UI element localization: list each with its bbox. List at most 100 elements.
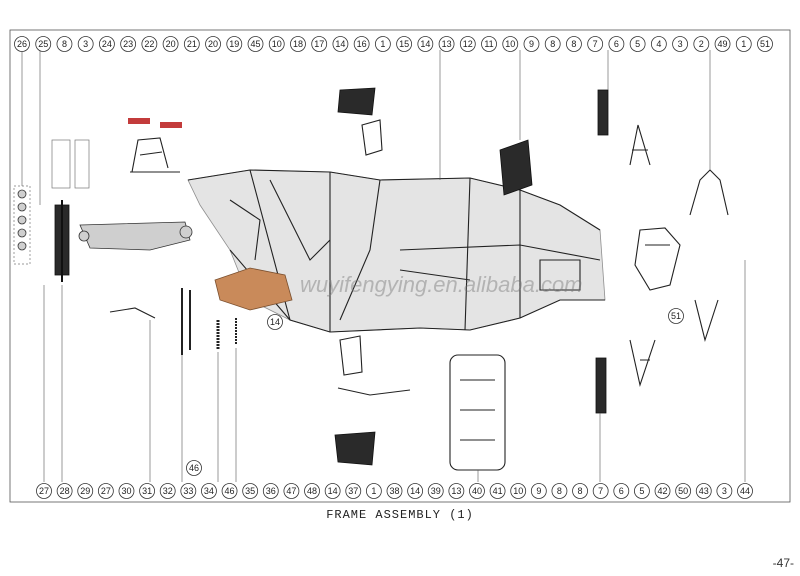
callout-bubble: 19 bbox=[226, 36, 243, 52]
callout-bubble: 36 bbox=[262, 483, 279, 499]
callout-bubble: 24 bbox=[99, 36, 115, 52]
callout-bubble: 18 bbox=[290, 36, 306, 52]
callout-bubble: 20 bbox=[205, 36, 221, 52]
callout-number: 26 bbox=[17, 39, 27, 49]
callout-bubble: 50 bbox=[675, 483, 692, 499]
nerf-bar bbox=[449, 354, 506, 471]
callout-number: 10 bbox=[513, 486, 523, 496]
callout-number: 10 bbox=[272, 39, 282, 49]
callout-bubble: 21 bbox=[183, 36, 200, 52]
callout-number: 1 bbox=[380, 39, 385, 49]
callout-bubble: 51 bbox=[757, 36, 773, 52]
callout-number: 3 bbox=[83, 39, 88, 49]
rear-grab-bar bbox=[130, 137, 180, 173]
callout-number: 6 bbox=[614, 39, 619, 49]
callout-number: 30 bbox=[121, 486, 131, 496]
footrest-plate-bottom bbox=[334, 431, 376, 466]
orange-bracket bbox=[214, 267, 293, 311]
callout-number: 41 bbox=[493, 486, 503, 496]
callout-bubble: 14 bbox=[332, 36, 349, 52]
callout-bubble: 27 bbox=[36, 483, 52, 499]
callout-number: 8 bbox=[557, 486, 562, 496]
callout-bubble: 44 bbox=[737, 483, 753, 499]
callout-number: 8 bbox=[62, 39, 67, 49]
callout-number: 1 bbox=[371, 486, 376, 496]
callout-bubble: 41 bbox=[489, 483, 506, 499]
callout-number: 46 bbox=[225, 486, 235, 496]
callout-number: 31 bbox=[142, 486, 152, 496]
callout-number: 28 bbox=[60, 486, 70, 496]
diagram-border bbox=[9, 29, 791, 503]
callout-bubble: 7 bbox=[587, 36, 604, 52]
callout-number: 3 bbox=[678, 39, 683, 49]
callout-bubble: 3 bbox=[77, 36, 94, 52]
reflector-left bbox=[128, 118, 150, 124]
callout-number: 49 bbox=[718, 39, 728, 49]
callout-number: 19 bbox=[229, 39, 239, 49]
callout-number: 8 bbox=[578, 486, 583, 496]
reflector-right bbox=[160, 122, 182, 128]
callout-number: 17 bbox=[314, 39, 324, 49]
callout-bubble: 13 bbox=[438, 36, 455, 52]
callout-number: 5 bbox=[639, 486, 644, 496]
callout-bubble: 29 bbox=[77, 483, 94, 499]
callout-bubble: 12 bbox=[459, 36, 476, 52]
callout-bubble: 9 bbox=[530, 483, 547, 499]
callout-number: 14 bbox=[420, 39, 430, 49]
callout-bubble: 34 bbox=[201, 483, 217, 499]
callout-bubble: 8 bbox=[572, 483, 588, 499]
callout-number: 47 bbox=[286, 486, 296, 496]
callout-bubble: 30 bbox=[118, 483, 135, 499]
callout-bubble: 26 bbox=[14, 36, 30, 52]
front-shock-absorbers bbox=[595, 89, 609, 414]
callout-bubble: 38 bbox=[386, 483, 403, 499]
brake-pedal bbox=[337, 387, 411, 396]
callout-bubble: 33 bbox=[180, 483, 197, 499]
callout-number: 5 bbox=[635, 39, 640, 49]
callout-number: 40 bbox=[472, 486, 482, 496]
callout-number: 8 bbox=[550, 39, 555, 49]
callout-number: 35 bbox=[245, 486, 255, 496]
callout-bubble: 49 bbox=[714, 36, 731, 52]
side-callout-number: 51 bbox=[671, 311, 681, 321]
callout-bubble: 22 bbox=[141, 36, 158, 52]
callout-bubble: 10 bbox=[502, 36, 519, 52]
rear-swing-arm bbox=[78, 221, 193, 251]
callout-number: 38 bbox=[389, 486, 399, 496]
chain-guard bbox=[499, 139, 533, 196]
callout-bubble: 28 bbox=[56, 483, 73, 499]
callout-number: 6 bbox=[619, 486, 624, 496]
callout-number: 10 bbox=[505, 39, 515, 49]
top-leader-lines bbox=[21, 50, 711, 205]
callout-bubble: 8 bbox=[551, 483, 568, 499]
callout-bubble: 17 bbox=[311, 36, 328, 52]
callout-bubble: 35 bbox=[242, 483, 259, 499]
callout-bubble: 42 bbox=[654, 483, 671, 499]
callout-number: 50 bbox=[678, 486, 688, 496]
side-callout-bubble: 51 bbox=[668, 308, 684, 324]
callout-number: 34 bbox=[204, 486, 214, 496]
callout-bubble: 14 bbox=[324, 483, 341, 499]
callout-number: 42 bbox=[658, 486, 668, 496]
callout-bubble: 31 bbox=[139, 483, 155, 499]
callout-bubble: 2 bbox=[693, 36, 710, 52]
main-frame bbox=[187, 169, 606, 333]
callout-number: 20 bbox=[166, 39, 176, 49]
callout-bubble: 27 bbox=[97, 483, 114, 499]
side-callout-bubble: 46 bbox=[186, 460, 202, 476]
callout-number: 9 bbox=[536, 486, 541, 496]
callout-number: 44 bbox=[740, 486, 750, 496]
callout-number: 12 bbox=[463, 39, 473, 49]
callout-bubble: 11 bbox=[481, 36, 497, 52]
callout-bubble: 1 bbox=[735, 36, 752, 52]
callout-bubble: 10 bbox=[510, 483, 527, 499]
callout-number: 24 bbox=[102, 39, 112, 49]
callout-number: 14 bbox=[335, 39, 345, 49]
callout-number: 32 bbox=[163, 486, 173, 496]
callout-number: 7 bbox=[593, 39, 598, 49]
callout-number: 4 bbox=[656, 39, 661, 49]
callout-number: 37 bbox=[348, 486, 358, 496]
